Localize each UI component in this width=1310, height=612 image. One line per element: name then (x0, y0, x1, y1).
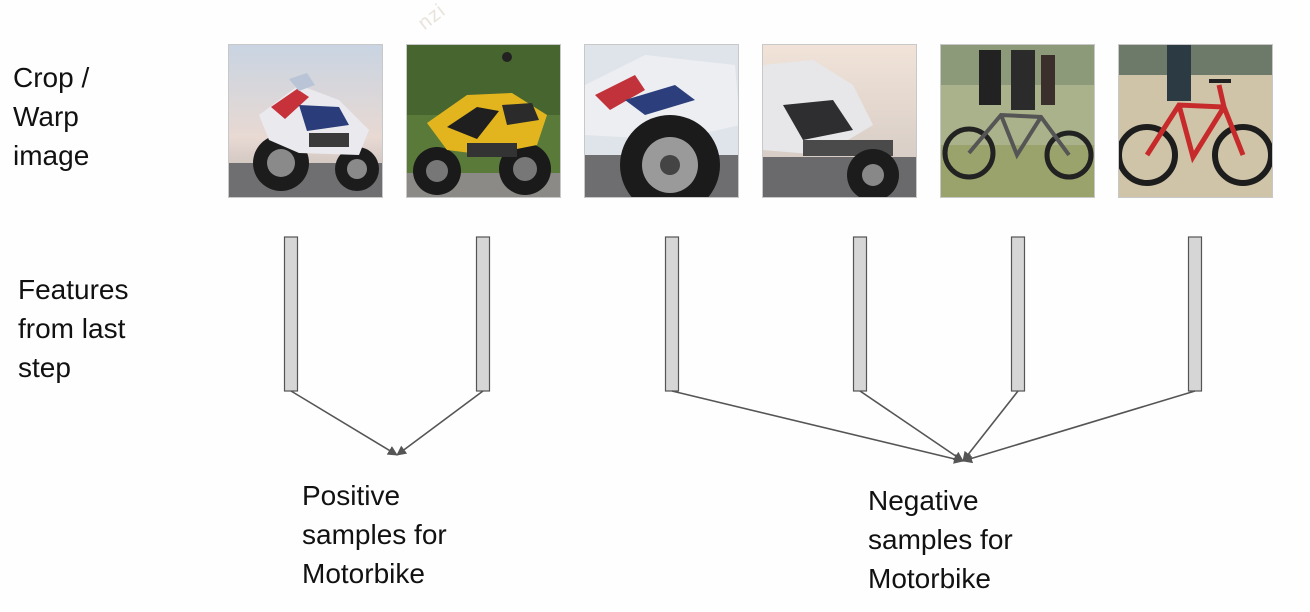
image-motorbike-wheel-zoom (584, 44, 739, 198)
arrow-negative-6 (962, 390, 1196, 464)
image-motorbike-rear-zoom (762, 44, 917, 198)
arrow-positive-1 (290, 390, 398, 456)
image-bicycle-tandem (940, 44, 1095, 198)
feature-bar-2 (475, 236, 491, 392)
arrow-negative-4 (859, 390, 964, 462)
arrow-positive-2 (396, 390, 484, 456)
arrow-negative-5 (962, 390, 1019, 462)
positive-samples-caption: Positive samples for Motorbike (302, 480, 447, 589)
features-label: Features from last step (18, 274, 129, 383)
feature-bar-3 (664, 236, 680, 392)
feature-bars (283, 236, 1203, 392)
feature-arrows (290, 390, 1196, 464)
feature-bar-4 (852, 236, 868, 392)
feature-bar-6 (1187, 236, 1203, 392)
negative-samples-caption: Negative samples for Motorbike (868, 485, 1013, 594)
image-motorbike-yellow (406, 44, 561, 198)
crop-warp-label: Crop / Warp image (13, 62, 90, 171)
arrow-negative-3 (671, 390, 964, 464)
feature-bar-5 (1010, 236, 1026, 392)
feature-bar-1 (283, 236, 299, 392)
image-bicycle-red (1118, 44, 1273, 198)
image-motorbike-white (228, 44, 383, 198)
